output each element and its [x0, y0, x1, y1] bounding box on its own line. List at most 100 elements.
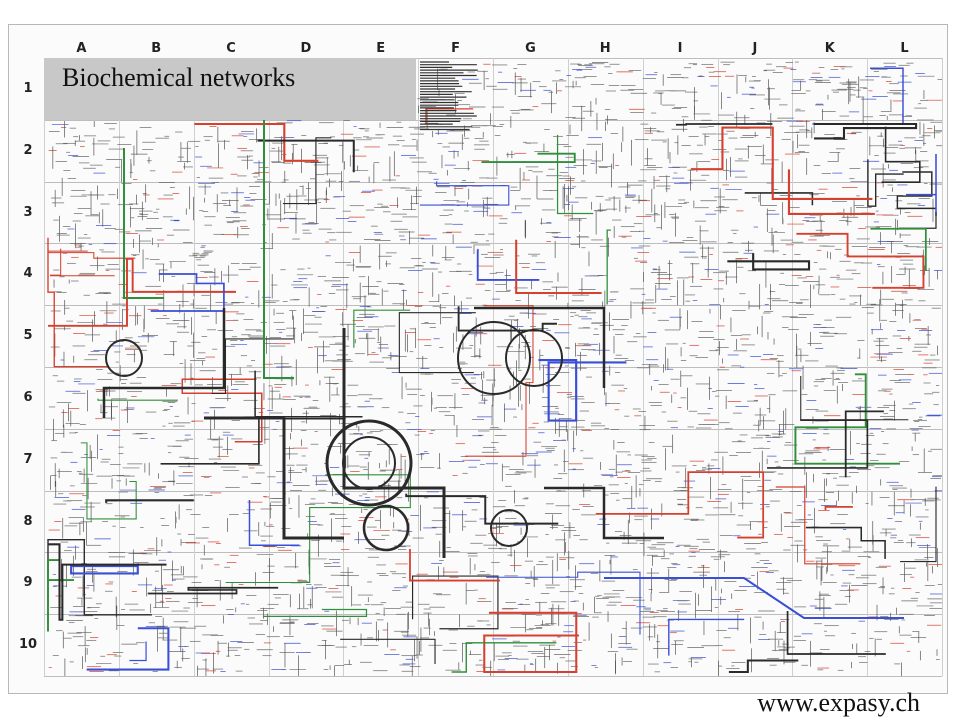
grid-col-line: [942, 58, 943, 676]
column-header-j: J: [752, 41, 758, 56]
pathway-route: [881, 126, 921, 183]
pathway-route: [465, 305, 534, 457]
pathway-route: [476, 248, 540, 281]
main-pathway: [102, 308, 226, 418]
pathway-route: [398, 312, 476, 374]
column-header-g: G: [525, 41, 536, 56]
grid-col-line: [642, 58, 644, 676]
pathway-route: [481, 152, 576, 164]
pathway-route: [595, 471, 765, 539]
grid-col-line: [717, 58, 719, 676]
grid-col-line: [567, 58, 569, 676]
grid-col-line: [44, 58, 45, 676]
cycle-ring: [505, 329, 563, 387]
pathway-route: [844, 410, 884, 478]
pathway-route: [744, 192, 814, 206]
row-header-10: 10: [18, 637, 38, 653]
pathway-route: [123, 148, 164, 299]
pathway-route: [47, 559, 75, 632]
row-header-1: 1: [23, 80, 33, 96]
pathway-route: [787, 169, 875, 215]
pathway-route: [457, 306, 557, 332]
pathway-route: [80, 442, 137, 520]
pathway-route: [262, 608, 368, 617]
row-header-9: 9: [23, 575, 33, 591]
main-pathway: [544, 486, 664, 540]
pathway-route: [451, 642, 557, 673]
legend-text-block: [420, 61, 478, 131]
pathway-route: [211, 338, 294, 395]
pathway-route: [483, 611, 579, 674]
main-pathway: [204, 416, 344, 540]
row-header-5: 5: [23, 328, 33, 344]
pathway-route: [728, 659, 799, 674]
pathway-route: [48, 257, 236, 327]
column-header-b: B: [151, 41, 162, 56]
pathway-route: [150, 273, 225, 312]
pathway-route: [486, 571, 641, 635]
pathway-route: [47, 237, 109, 368]
cycle-ring: [457, 321, 531, 395]
pathway-route: [340, 638, 436, 664]
pathway-route: [898, 212, 937, 229]
pathway-route: [805, 526, 886, 559]
pathway-route: [129, 641, 147, 662]
pathway-route: [282, 137, 332, 205]
pathway-route: [405, 493, 559, 525]
grid-col-line: [792, 58, 794, 676]
pathway-route: [419, 181, 510, 206]
pathway-route: [604, 577, 904, 619]
column-header-i: I: [677, 41, 683, 56]
grid-row-line: [44, 676, 942, 677]
pathway-route: [606, 229, 611, 305]
pathway-route: [690, 126, 873, 201]
column-header-k: K: [824, 41, 835, 56]
pathway-route: [160, 417, 345, 465]
urea-cycle: [362, 504, 410, 552]
pathway-route: [263, 118, 294, 379]
pathway-route: [194, 122, 319, 162]
footer-url: www.expasy.ch: [757, 688, 920, 717]
pathway-route: [870, 227, 927, 272]
grid-col-line: [118, 58, 120, 676]
main-pathway: [474, 306, 606, 388]
pathway-route: [800, 376, 909, 421]
title-box: [44, 58, 416, 120]
grid-col-line: [418, 58, 420, 676]
row-header-2: 2: [23, 142, 33, 158]
main-pathway: [342, 328, 446, 558]
pathway-route: [538, 359, 627, 422]
pathway-route: [105, 499, 194, 503]
row-header-3: 3: [23, 204, 33, 220]
pathway-route: [47, 250, 136, 259]
pathway-map: [47, 61, 942, 676]
column-header-c: C: [226, 41, 236, 56]
column-header-d: D: [300, 41, 312, 56]
pathway-route: [896, 171, 936, 210]
grid-col-line: [867, 58, 869, 676]
pathway-route: [668, 618, 745, 656]
column-header-e: E: [376, 41, 386, 56]
grid-col-line: [268, 58, 270, 676]
column-header-a: A: [76, 41, 87, 56]
row-header-4: 4: [23, 266, 33, 282]
pathway-route: [775, 486, 861, 565]
column-header-l: L: [900, 41, 909, 56]
pathway-route: [97, 398, 178, 401]
pathway-route: [906, 153, 937, 217]
pathway-route: [556, 134, 594, 215]
pathway-route: [786, 611, 886, 655]
pathway-route: [48, 543, 167, 621]
citric-acid-cycle: [325, 419, 413, 507]
pathway-route: [49, 248, 115, 277]
pathway-route: [812, 67, 904, 125]
pathway-route: [675, 123, 773, 126]
pathway-route: [411, 575, 499, 630]
pathway-route: [86, 627, 170, 671]
pathway-route: [70, 563, 139, 575]
pathway-route: [796, 232, 925, 289]
pathway-route: [824, 505, 853, 511]
row-header-7: 7: [23, 451, 33, 467]
pathway-route: [353, 309, 411, 348]
grid-col-line: [193, 58, 195, 676]
